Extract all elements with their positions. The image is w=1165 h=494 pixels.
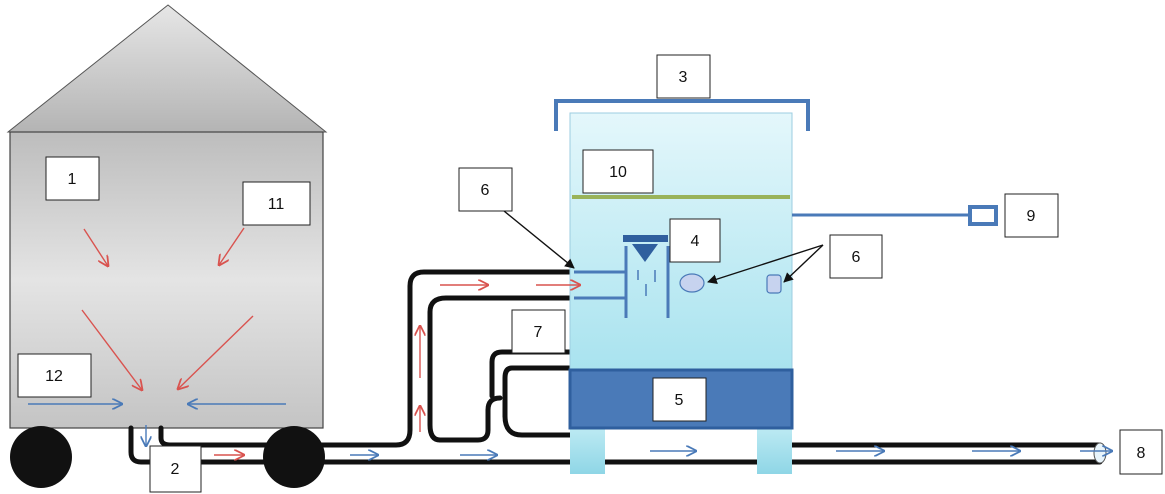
label-6b: 6: [852, 249, 861, 266]
label-3: 3: [679, 69, 688, 86]
house-wheel-right: [263, 426, 325, 488]
tank-leg-right: [757, 428, 792, 474]
leader-line-6a: [503, 210, 575, 269]
leader-line-6b: [707, 244, 824, 284]
label-box-12: 12: [17, 353, 92, 398]
label-box-6a: 6: [458, 167, 513, 212]
return-pipe-bottom: [437, 395, 503, 443]
label-box-5: 5: [652, 377, 707, 422]
pipe-outlet: [1093, 442, 1107, 464]
side-sensor-icon: [766, 274, 782, 294]
main-pipe-bottom: [128, 425, 1103, 465]
gauge-icon: [968, 205, 998, 226]
leader-line-6c: [783, 244, 824, 283]
label-5: 5: [675, 392, 684, 409]
label-10: 10: [609, 164, 627, 181]
label-4: 4: [691, 233, 700, 250]
label-9: 9: [1027, 208, 1036, 225]
label-box-4: 4: [669, 218, 721, 263]
label-box-10: 10: [582, 149, 654, 194]
flow-arrow-red: [219, 227, 245, 265]
funnel-top: [623, 235, 668, 242]
flow-arrow-red: [83, 228, 108, 266]
label-8: 8: [1137, 445, 1146, 462]
label-7: 7: [534, 324, 543, 341]
sensor-icon: [679, 273, 705, 293]
house-wheel-left: [10, 426, 72, 488]
pipe-loop-7-inner: [502, 365, 575, 419]
label-box-3: 3: [656, 54, 711, 99]
label-11: 11: [268, 196, 285, 213]
flow-arrow-red: [81, 309, 142, 390]
tank-leg-left: [570, 428, 605, 474]
flow-arrow-red: [178, 315, 254, 389]
house-roof: [6, 4, 328, 133]
label-box-2: 2: [149, 445, 202, 493]
return-pipe: [427, 295, 575, 443]
label-box-7: 7: [511, 309, 566, 354]
callout-labels: 1 11 12 2 3 10 6 4: [17, 54, 1163, 493]
funnel-icon: [632, 244, 658, 262]
tank-lid: [554, 99, 810, 131]
pipe-loop-7: [489, 349, 575, 399]
leader-lines: [503, 210, 824, 284]
label-1: 1: [68, 171, 77, 188]
label-12: 12: [45, 368, 63, 385]
pipe-flow-arrows: [146, 285, 1112, 455]
label-box-6b: 6: [829, 234, 883, 279]
label-box-11: 11: [242, 181, 311, 226]
label-6a: 6: [481, 182, 490, 199]
label-box-1: 1: [45, 156, 100, 201]
pipework: [128, 269, 1103, 465]
pipe-loop-7-out: [502, 413, 575, 438]
label-box-9: 9: [1004, 193, 1059, 238]
main-pipe-top: [158, 269, 575, 448]
house: [6, 4, 328, 488]
label-box-8: 8: [1119, 429, 1163, 475]
label-2: 2: [171, 461, 180, 478]
